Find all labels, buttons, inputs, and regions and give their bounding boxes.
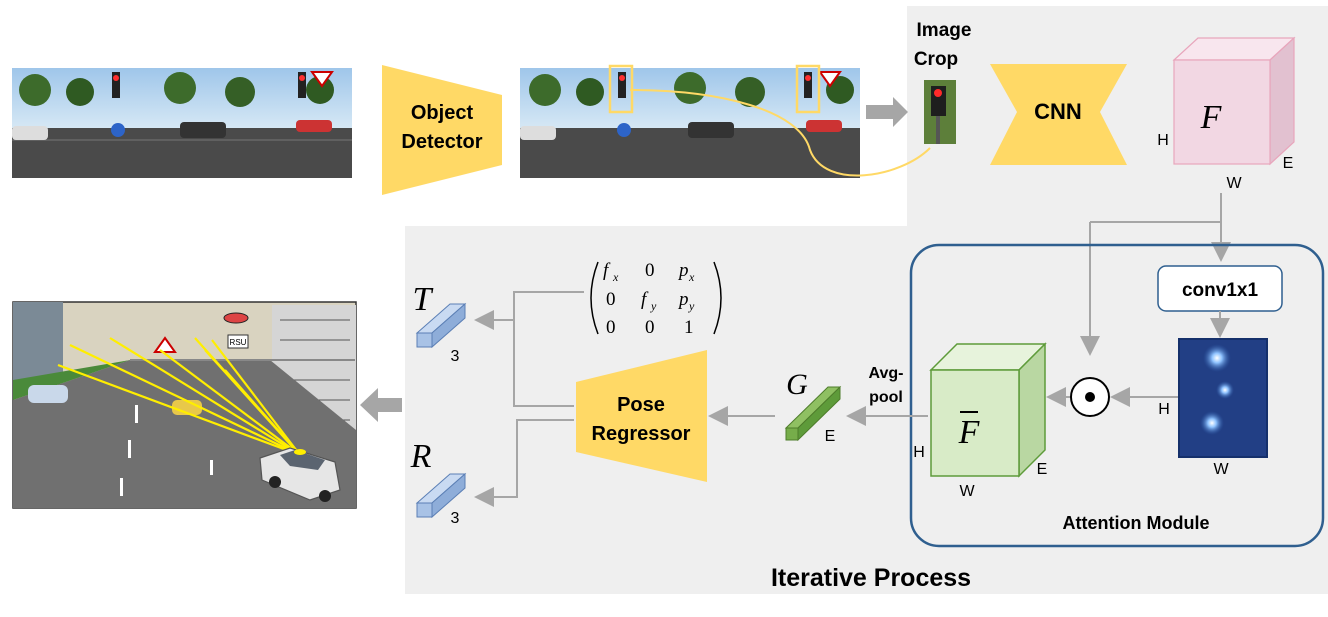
scene-sign-label: RSU (230, 338, 247, 347)
arrow-to-crop (866, 97, 908, 127)
feature-W-label: W (1226, 175, 1242, 192)
cnn-label: CNN (1034, 99, 1082, 124)
avgpool-label-line2: pool (869, 389, 903, 406)
connector-regressor-to-R (474, 419, 574, 507)
matrix-r3c3: 1 (684, 317, 694, 338)
R-label: R (410, 438, 432, 475)
feature-F-label: F (1200, 99, 1223, 136)
image-crop-label-line1: Image (917, 20, 972, 41)
iterative-process-label: Iterative Process (771, 564, 971, 592)
cnn-block: CNN (990, 64, 1127, 165)
attention-W-label: W (1213, 461, 1229, 478)
vector-G: G E (784, 368, 842, 445)
matrix-r1c2: 0 (645, 260, 655, 281)
object-detector-label-line1: Object (411, 102, 474, 124)
matrix-r3c2: 0 (645, 317, 655, 338)
feature-E-label: E (1283, 155, 1294, 172)
feature-Fbar-label: F (958, 414, 981, 451)
matrix-r2c1: 0 (606, 289, 616, 310)
R-dim-label: 3 (451, 510, 460, 527)
matrix-p-y-sub: y (688, 299, 695, 313)
pose-regressor-block: Pose Regressor (576, 350, 707, 482)
car-3d-icon (259, 447, 341, 502)
matrix-f-y: f (641, 289, 649, 310)
intrinsics-matrix: f x 0 p x 0 f y p y 0 0 1 (590, 260, 722, 338)
T-label: T (413, 281, 434, 318)
input-road-image (12, 68, 352, 178)
road-scene-image: RSU (12, 301, 357, 509)
fbar-E-label: E (1037, 461, 1048, 478)
traffic-light-icon (924, 80, 956, 144)
avgpool-label-line1: Avg- (869, 365, 904, 382)
matrix-p-y: p (677, 289, 689, 310)
pose-regressor-label-line2: Regressor (592, 423, 691, 445)
matrix-p-x: p (677, 260, 689, 281)
vector-R: R 3 (410, 438, 467, 527)
object-detector-label-line2: Detector (401, 131, 482, 153)
T-dim-label: 3 (451, 348, 460, 365)
detection-box-2 (795, 64, 821, 114)
conv1x1-label: conv1x1 (1182, 280, 1258, 301)
detected-road-image (520, 64, 931, 178)
pose-regressor-label-line1: Pose (617, 394, 665, 416)
G-E-label: E (825, 428, 836, 445)
feature-map-Fbar: F H W E (913, 342, 1048, 500)
G-label: G (786, 368, 808, 401)
elementwise-product-icon (1070, 377, 1110, 417)
attention-H-label: H (1158, 401, 1170, 418)
matrix-f-y-sub: y (650, 299, 657, 313)
matrix-f-x: f (603, 260, 611, 281)
detection-box-1 (608, 64, 634, 114)
image-crop-label-line2: Crop (914, 49, 958, 70)
arrow-to-output-scene (360, 388, 402, 422)
feature-H-label: H (1157, 132, 1169, 149)
object-detector-block: Object Detector (382, 65, 502, 195)
fbar-W-label: W (959, 483, 975, 500)
vector-T: T 3 (413, 281, 467, 365)
fbar-H-label: H (913, 444, 925, 461)
feature-map-F: F H W E (1157, 36, 1296, 192)
matrix-f-x-sub: x (612, 270, 619, 284)
matrix-r3c1: 0 (606, 317, 616, 338)
attention-module-box (909, 243, 1325, 548)
matrix-p-x-sub: x (688, 270, 695, 284)
connector-F-down (1090, 193, 1221, 258)
connector-regressor-to-T (474, 292, 515, 330)
attention-module-label: Attention Module (1063, 513, 1210, 533)
connector-matrix-to-regressor (513, 291, 584, 407)
attention-map: H W (1158, 338, 1268, 478)
